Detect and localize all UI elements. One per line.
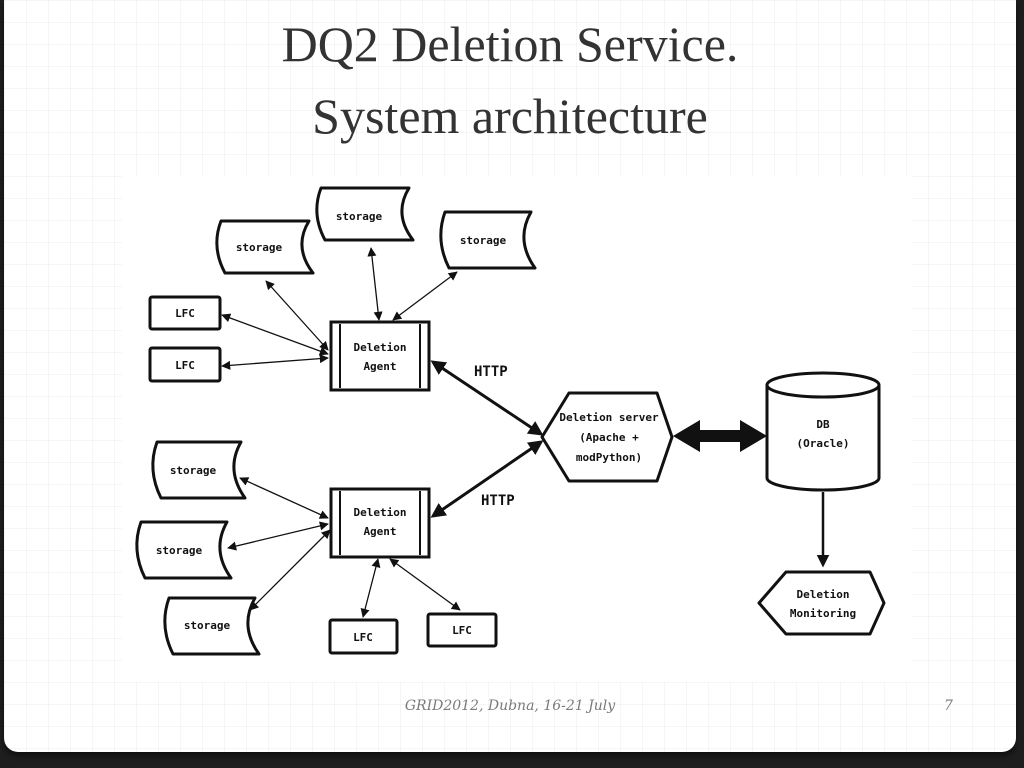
deletion-agent-node: Deletion Agent	[329, 320, 431, 392]
deletion-server-node: Deletion server (Apache + modPython)	[540, 391, 674, 483]
storage-node: storage	[315, 186, 415, 242]
storage-label: storage	[156, 544, 203, 557]
agent-label-line-1: Deletion	[354, 506, 407, 519]
server-label-line-2: (Apache +	[579, 431, 639, 444]
lfc-node: LFC	[328, 618, 399, 655]
lfc-label: LFC	[175, 307, 195, 320]
storage-node: storage	[439, 210, 537, 270]
storage-node: storage	[163, 596, 261, 656]
lfc-node: LFC	[426, 612, 498, 648]
connectors	[221, 247, 830, 618]
storage-label: storage	[336, 210, 383, 223]
lfc-node: LFC	[148, 346, 222, 383]
db-label-line-2: (Oracle)	[797, 437, 850, 450]
slide-title-line-1: DQ2 Deletion Service.	[281, 16, 739, 72]
page-number: 7	[944, 698, 953, 714]
edge-agent1-server	[430, 360, 544, 436]
slide: DQ2 Deletion Service. System architectur…	[4, 0, 1016, 752]
lfc-label: LFC	[452, 624, 472, 637]
storage-node: storage	[215, 219, 315, 275]
agent-label-line-2: Agent	[363, 525, 396, 538]
storage-node: storage	[151, 440, 247, 500]
storage-label: storage	[184, 619, 231, 632]
edge-server-db	[673, 420, 767, 452]
edge-storage1-agent1	[265, 280, 329, 351]
edge-storage4-agent2	[239, 477, 329, 519]
footer-text: GRID2012, Dubna, 16-21 July	[404, 698, 616, 714]
edge-storage5-agent2	[227, 521, 329, 551]
edge-lfc2-agent1	[221, 354, 329, 370]
edge-lfc1-agent1	[221, 313, 329, 356]
edge-storage6-agent2	[249, 529, 331, 611]
agent-label-line-1: Deletion	[354, 341, 407, 354]
edge-agent2-server	[430, 440, 544, 518]
edge-storage3-agent1	[392, 271, 458, 321]
server-label-line-1: Deletion server	[559, 411, 659, 424]
edge-lfc4-agent2	[389, 558, 461, 611]
slide-title-line-2: System architecture	[312, 88, 708, 144]
edge-storage2-agent1	[367, 247, 383, 321]
monitoring-label-line-2: Monitoring	[790, 607, 856, 620]
lfc-label: LFC	[175, 359, 195, 372]
http-label-top: HTTP	[474, 364, 508, 380]
storage-node: storage	[135, 520, 233, 580]
storage-label: storage	[460, 234, 507, 247]
deletion-agent-node: Deletion Agent	[329, 487, 431, 559]
storage-label: storage	[170, 464, 217, 477]
deletion-monitoring-node: Deletion Monitoring	[757, 570, 886, 636]
db-label-line-1: DB	[816, 418, 830, 431]
architecture-diagram: storage storage storage LFC LFC Deletion…	[135, 186, 886, 656]
server-label-line-3: modPython)	[576, 451, 642, 464]
lfc-node: LFC	[148, 295, 222, 331]
storage-label: storage	[236, 241, 283, 254]
agent-label-line-2: Agent	[363, 360, 396, 373]
database-node: DB (Oracle)	[765, 371, 881, 492]
http-label-bottom: HTTP	[481, 493, 515, 509]
edge-lfc3-agent2	[360, 558, 381, 618]
lfc-label: LFC	[353, 631, 373, 644]
monitoring-label-line-1: Deletion	[797, 588, 850, 601]
